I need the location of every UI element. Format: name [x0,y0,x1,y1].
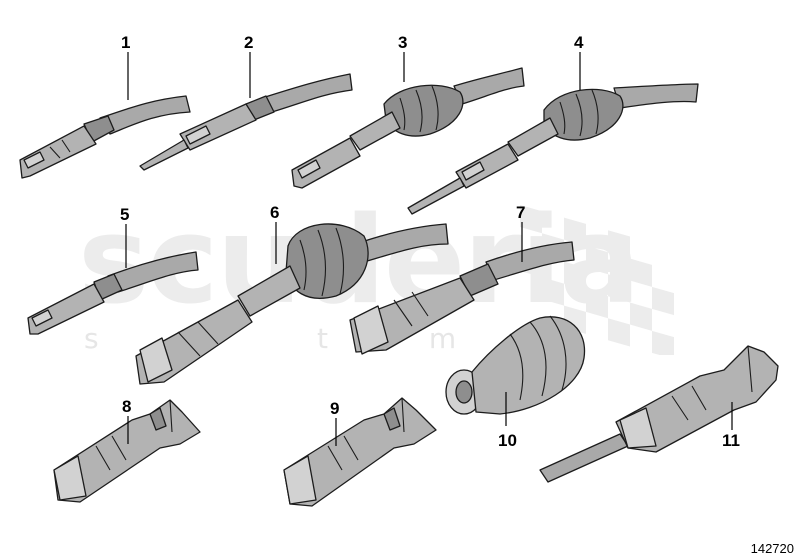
part-1-terminal-with-lead [19,95,191,179]
callout-11: 11 [722,431,740,450]
callout-10: 10 [498,431,517,450]
part-5-terminal-with-lead [27,251,199,335]
callout-7: 7 [516,203,526,222]
part-10-wire-seal [445,315,586,415]
part-11-blade-terminal [539,345,779,483]
part-3-terminal-with-seal [291,67,525,189]
callout-9: 9 [330,399,340,418]
callout-1: 1 [121,33,131,52]
part-4-pin-with-seal [407,83,699,215]
callout-3: 3 [398,33,408,52]
part-8-crimp-terminal [53,399,201,503]
part-9-crimp-terminal [283,397,437,507]
figure-id: 142720 [750,541,794,556]
callout-5: 5 [120,205,130,224]
callout-4: 4 [574,33,584,52]
part-6-housing-with-seal [135,223,449,385]
callout-6: 6 [270,203,280,222]
callout-2: 2 [244,33,254,52]
callout-8: 8 [122,397,132,416]
part-2-pin-with-lead [139,73,353,171]
part-7-housing-with-lead [349,241,575,355]
